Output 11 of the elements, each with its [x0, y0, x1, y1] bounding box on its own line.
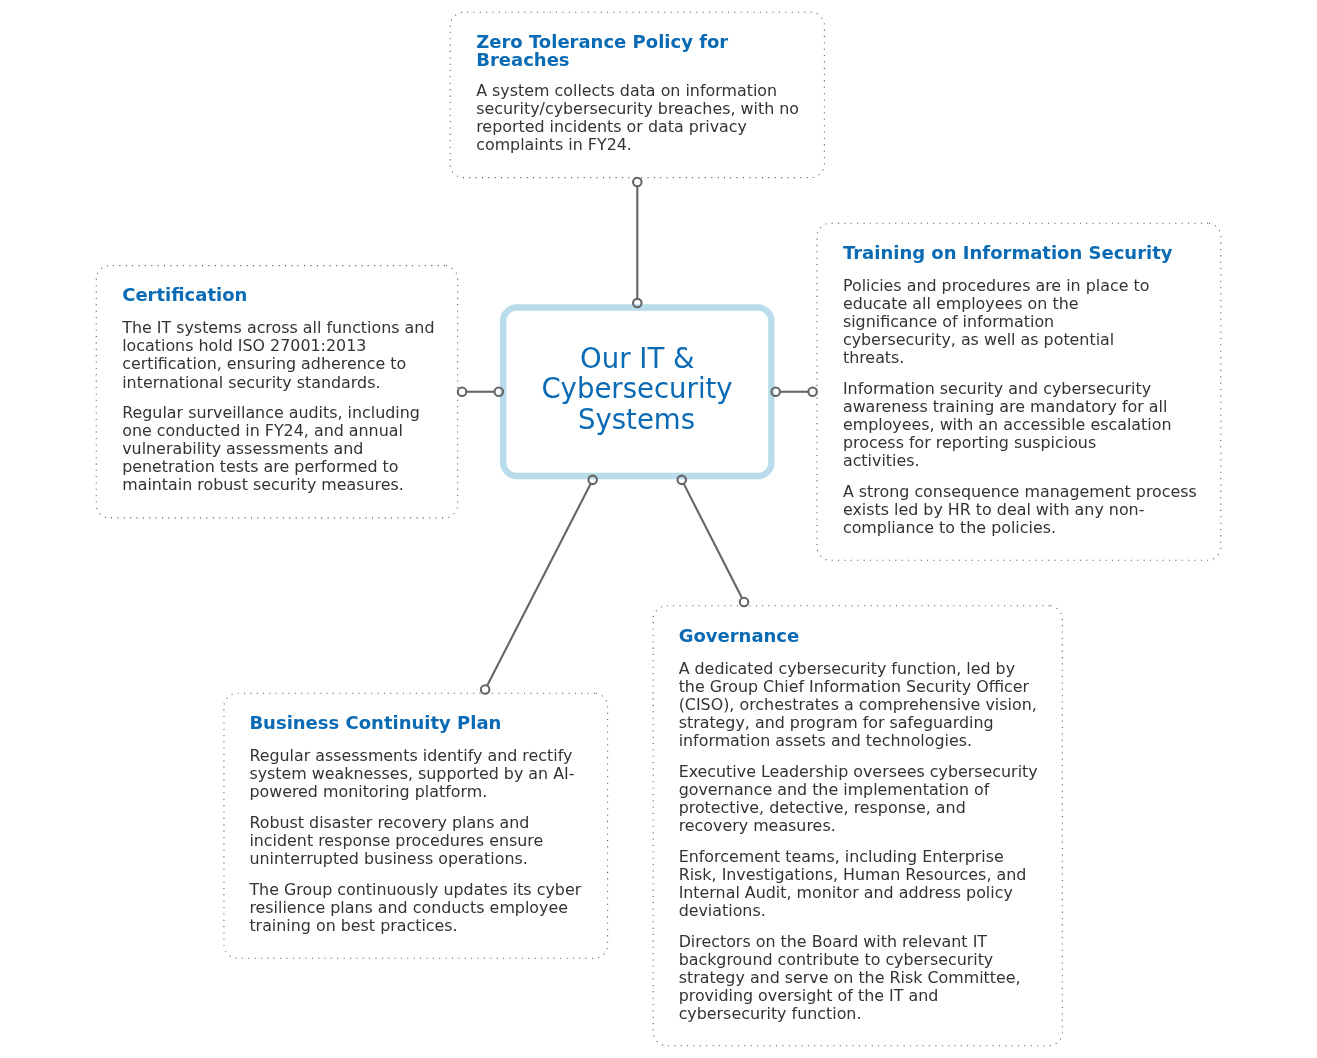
- node-box: Our IT & Cybersecurity Systems: [500, 304, 775, 480]
- node-box: Governance A dedicated cybersecurity function, led by the Group Chief Information Security Officer (CISO), orchestrates a comprehensive vision, strategy, and program for safeguarding information assets and technologies. Executive Leadership oversees cybersecurity governance and the implementation of protective, detective, response, and recovery measures. Enforcement teams, including Enterprise Risk, Investigations, Human Resources, and Internal Audit, monitor and address policy deviations. Directors on the Board with relevant IT background contribute to cybersecurity strategy and serve on the Risk Committee, providing oversight of the IT and cybersecurity function.: [652, 605, 1063, 1047]
- node-box: Zero Tolerance Policy for Breaches A system collects data on information security/cybersecurity breaches, with no reported incidents or data privacy complaints in FY24.: [449, 11, 825, 179]
- connector: [770, 386, 818, 398]
- node-box: Training on Information Security Policies and procedures are in place to educate all employees on the significance of information cybersecurity, as well as potential threats. Information security and cybersecurity awareness training are mandatory for all employees, with an accessible escalation process for reporting suspicious activities. A strong consequence management process exists led by HR to deal with any non-compliance to the policies.: [816, 222, 1222, 561]
- node-box: Business Continuity Plan Regular assessments identify and rectify system weaknesses, supported by an AI-powered monitoring platform. Robust disaster recovery plans and incident response procedures ensure uninterrupted business operations. The Group continuously updates its cyber resilience plans and conducts employee training on best practices.: [223, 692, 609, 959]
- connector: [676, 474, 750, 608]
- node-box: Certification The IT systems across all functions and locations hold ISO 27001:2013 certification, ensuring adherence to international security standards. Regular surveillance audits, including one conducted in FY24, and annual vulnerability assessments and penetration tests are performed to maintain robust security measures.: [95, 265, 459, 519]
- connector: [456, 386, 505, 398]
- connector: [479, 474, 598, 695]
- connector: [632, 176, 643, 309]
